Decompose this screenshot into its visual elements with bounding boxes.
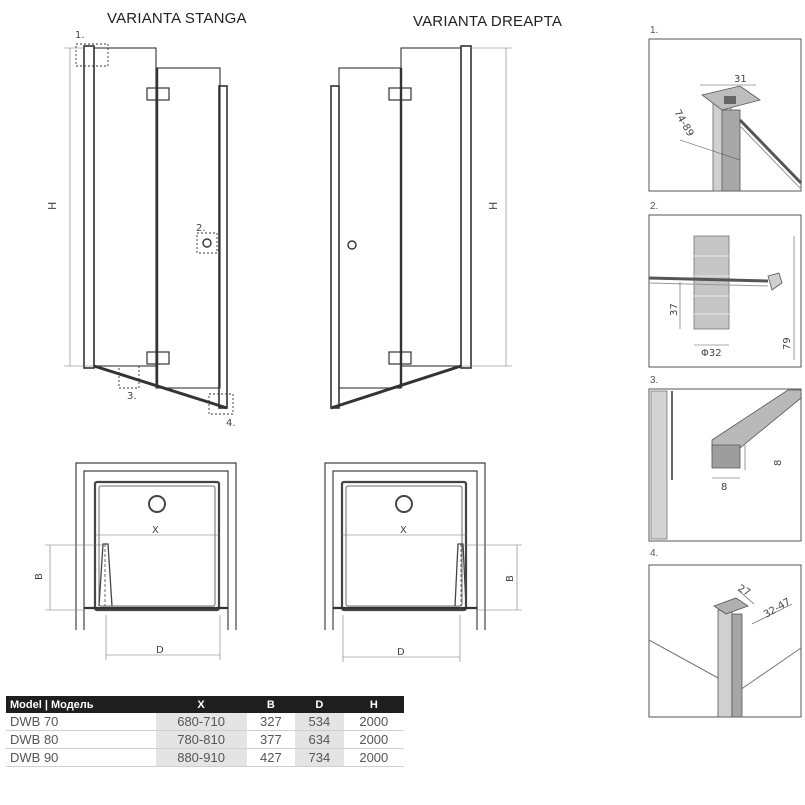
left-plan-view [45,462,237,660]
left-plan-d-label: D [156,645,164,656]
header-model: Model | Модель [6,696,156,713]
left-callout-box-4 [208,393,234,415]
title-left-variant: VARIANTA STANGA [107,10,247,27]
left-callout-box-1 [75,43,109,67]
cell-d: 534 [295,713,344,731]
left-callout-box-3 [118,365,140,389]
cell-h: 2000 [343,748,404,767]
table-row: DWB 80 780-810 377 634 2000 [6,730,404,749]
right-height-label: H [487,202,500,210]
left-plan-b-label: B [34,573,45,580]
left-plan-tray [93,480,221,612]
cell-d: 634 [295,730,344,749]
left-callout-3: 3. [127,391,137,402]
cell-h: 2000 [343,730,404,749]
right-plan-view [324,462,522,662]
right-door-edge-profile [330,85,340,409]
left-callout-2: 2. [196,223,206,234]
header-d: D [295,696,344,713]
detail-label-1: 1. [650,25,659,36]
right-plan-drain [395,495,413,513]
left-door-front-view [64,43,234,415]
detail-label-4: 4. [650,548,659,559]
detail-label-2: 2. [650,201,659,212]
left-door-hinge-top [146,87,170,101]
detail-panel-4 [648,564,802,718]
detail-1-dim-31: 31 [734,74,747,85]
detail-2-dim-79: 79 [782,337,793,350]
left-callout-4: 4. [226,418,236,429]
table-header-row: Model | Модель X B D H [6,696,404,713]
cell-model: DWB 70 [6,713,156,731]
left-callout-1: 1. [75,30,85,41]
cell-x: 880-910 [155,748,247,767]
left-door-wall-profile [83,45,95,369]
right-door-glass-panel-2 [338,67,402,389]
right-door-front-view [330,45,512,410]
cell-h: 2000 [343,713,404,731]
detail-panel-1 [648,38,803,192]
right-door-hinge-top [388,87,412,101]
left-door-glass-panel-2 [155,67,221,389]
left-plan-x-label: X [152,525,159,536]
table-row: DWB 70 680-710 327 534 2000 [6,713,404,731]
header-x: X [155,696,247,713]
right-door-knob [347,240,357,250]
cell-b: 427 [246,748,296,767]
detail-3-dim-height: 8 [773,460,784,466]
detail-3-dim-width: 8 [721,482,727,493]
left-door-knob [202,238,212,248]
detail-2-dim-phi32: Φ32 [701,348,722,359]
cell-d: 734 [295,748,344,767]
detail-2-dim-37: 37 [669,303,680,316]
right-plan-x-label: X [400,525,407,536]
right-door-wall-profile [460,45,472,369]
left-callout-box-2 [196,232,218,254]
cell-b: 327 [246,713,296,731]
detail-label-3: 3. [650,375,659,386]
cell-b: 377 [246,730,296,749]
left-door-hinge-bottom [146,351,170,365]
title-right-variant: VARIANTA DREAPTA [413,13,563,30]
right-plan-d-label: D [397,647,405,658]
right-plan-folded-door [454,543,467,607]
right-door-bottom-seal [330,364,462,410]
left-plan-drain [148,495,166,513]
cell-x: 780-810 [155,730,247,749]
left-door-bottom-seal [93,364,228,410]
detail-panel-3 [648,388,802,542]
cell-x: 680-710 [155,713,247,731]
left-plan-folded-door [98,543,113,607]
detail-panel-2 [648,214,802,368]
cell-model: DWB 80 [6,730,156,749]
right-plan-b-label: B [505,575,516,582]
left-height-label: H [46,202,59,210]
cell-model: DWB 90 [6,748,156,767]
header-h: H [343,696,404,713]
right-door-hinge-bottom [388,351,412,365]
header-b: B [246,696,296,713]
right-door-glass-panel-1 [400,47,462,367]
dimensions-table: Model | Модель X B D H DWB 70 680-710 32… [6,696,404,767]
right-plan-tray [340,480,468,612]
table-row: DWB 90 880-910 427 734 2000 [6,748,404,767]
